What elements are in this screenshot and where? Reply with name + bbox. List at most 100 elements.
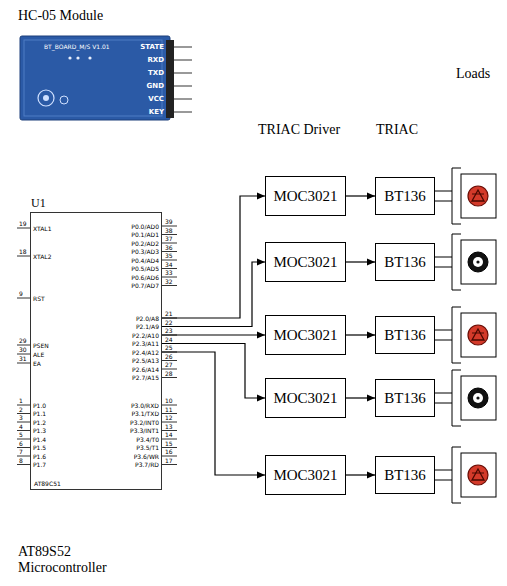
process-box: BT136 bbox=[375, 456, 435, 494]
pin-stub bbox=[162, 413, 177, 414]
load-wire bbox=[435, 191, 452, 192]
lamp-symbol bbox=[472, 194, 484, 195]
pin-name: P1.5 bbox=[33, 444, 46, 451]
fan-symbol bbox=[473, 393, 483, 403]
pin-stub bbox=[162, 268, 177, 269]
process-box: BT136 bbox=[375, 316, 435, 354]
pin-stub bbox=[17, 354, 30, 355]
fan-symbol bbox=[473, 257, 483, 267]
pin-name: P2.1/A9 bbox=[136, 323, 159, 330]
load-wire bbox=[435, 257, 452, 258]
arrow-connector bbox=[162, 352, 265, 479]
pin-number: 15 bbox=[165, 441, 173, 447]
part-number: AT89C51 bbox=[34, 480, 61, 487]
box-label: MOC3021 bbox=[273, 254, 337, 271]
hc05-module bbox=[174, 72, 192, 74]
pin-name: P3.1/TXD bbox=[131, 410, 159, 417]
pin-name: P1.3 bbox=[33, 427, 46, 434]
pin-number: 38 bbox=[165, 228, 173, 234]
pin-stub bbox=[17, 345, 30, 346]
pin-stub bbox=[162, 360, 177, 361]
pin-stub bbox=[162, 277, 177, 278]
pin-name: RXD bbox=[147, 56, 164, 64]
box-label: MOC3021 bbox=[273, 467, 337, 484]
arrow-connector bbox=[162, 332, 265, 339]
pin-stub bbox=[17, 256, 30, 257]
column-header: TRIAC Driver bbox=[258, 122, 340, 138]
load-wire bbox=[435, 480, 452, 481]
pin-name: P0.6/AD6 bbox=[131, 274, 159, 281]
pin-number: 35 bbox=[165, 253, 173, 259]
module-title: HC-05 Module bbox=[18, 8, 103, 24]
pin-name: PSEN bbox=[33, 342, 49, 349]
box-label: MOC3021 bbox=[273, 188, 337, 205]
pin-stub bbox=[162, 226, 177, 227]
pin-name: P1.2 bbox=[33, 419, 46, 426]
process-box: BT136 bbox=[375, 243, 435, 281]
box-label: BT136 bbox=[384, 327, 426, 344]
pin-number: 34 bbox=[165, 262, 173, 268]
pin-number: 29 bbox=[19, 338, 27, 344]
arrowhead bbox=[367, 193, 375, 200]
load-bracket bbox=[452, 168, 461, 224]
pin-name: P0.0/AD0 bbox=[131, 223, 159, 230]
pin-name: XTAL2 bbox=[33, 253, 51, 260]
load-wire bbox=[435, 201, 452, 202]
hc05-module bbox=[174, 85, 192, 87]
load-box bbox=[461, 376, 496, 420]
pin-stub bbox=[17, 422, 30, 423]
pin-number: 31 bbox=[19, 356, 27, 362]
pin-name: P1.1 bbox=[33, 410, 46, 417]
pin-stub bbox=[17, 413, 30, 414]
pin-stub bbox=[17, 363, 30, 364]
pin-name: VCC bbox=[148, 95, 164, 103]
pin-stub bbox=[17, 405, 30, 406]
arrowhead bbox=[367, 332, 375, 339]
pin-name: P3.7/RD bbox=[135, 461, 159, 468]
pin-name: P3.0/RXD bbox=[131, 402, 159, 409]
arrow-connector bbox=[346, 472, 375, 479]
column-header: Loads bbox=[456, 66, 490, 82]
arrowhead bbox=[257, 259, 265, 266]
pin-number: 8 bbox=[19, 458, 23, 464]
pin-number: 9 bbox=[19, 291, 23, 297]
box-label: BT136 bbox=[384, 467, 426, 484]
pin-number: 16 bbox=[165, 449, 173, 455]
pin-number: 7 bbox=[19, 449, 23, 455]
pin-stub bbox=[162, 369, 177, 370]
pin-name: P3.2/INT0 bbox=[130, 419, 159, 426]
pin-stub bbox=[162, 234, 177, 235]
load-wire bbox=[435, 470, 452, 471]
pin-number: 24 bbox=[165, 337, 173, 343]
pin-name: TXD bbox=[148, 69, 164, 77]
fan-load bbox=[435, 370, 496, 426]
lamp-symbol bbox=[472, 329, 484, 340]
pin-stub bbox=[17, 456, 30, 457]
pin-stub bbox=[162, 405, 177, 406]
fan-symbol bbox=[468, 252, 488, 272]
pin-number: 17 bbox=[165, 458, 173, 464]
pin-stub bbox=[17, 439, 30, 440]
load-bracket bbox=[452, 307, 461, 363]
hc05-module bbox=[174, 111, 192, 113]
pin-name: P1.7 bbox=[33, 461, 46, 468]
connector-line bbox=[162, 262, 265, 327]
pin-number: 33 bbox=[165, 270, 173, 276]
pin-name: P0.3/AD3 bbox=[131, 248, 159, 255]
process-box: MOC3021 bbox=[265, 315, 346, 355]
load-symbols bbox=[435, 168, 496, 503]
pin-name: P2.7/A15 bbox=[132, 374, 159, 381]
hc05-module bbox=[43, 95, 49, 101]
hc05-module bbox=[174, 59, 192, 61]
hc05-module bbox=[174, 46, 192, 48]
load-box bbox=[461, 240, 496, 284]
pin-name: P3.3/INT1 bbox=[130, 427, 159, 434]
hc05-module bbox=[20, 36, 170, 120]
load-wire bbox=[435, 330, 452, 331]
hc05-module bbox=[24, 40, 162, 116]
part-reference: U1 bbox=[31, 196, 46, 211]
pin-stub bbox=[162, 377, 177, 378]
arrowhead bbox=[257, 332, 265, 339]
hc05-module bbox=[174, 47, 192, 112]
